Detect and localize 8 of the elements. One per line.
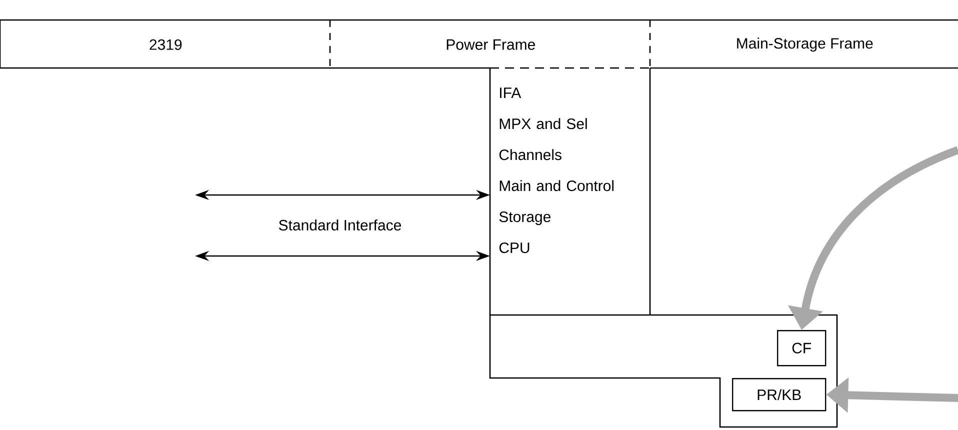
frame-cell: Main-Storage Frame: [649, 19, 958, 69]
unit-column: IFA MPX and Sel Channels Main and Control Storage CPU: [489, 68, 651, 315]
console-outline: [489, 314, 838, 428]
frame-cell: Power Frame: [329, 19, 650, 69]
frame-cell: 2319: [0, 19, 330, 69]
unit-box: CF: [777, 330, 826, 366]
interface-label: Standard Interface: [278, 219, 402, 230]
unit-box: PR/KB: [732, 378, 826, 412]
